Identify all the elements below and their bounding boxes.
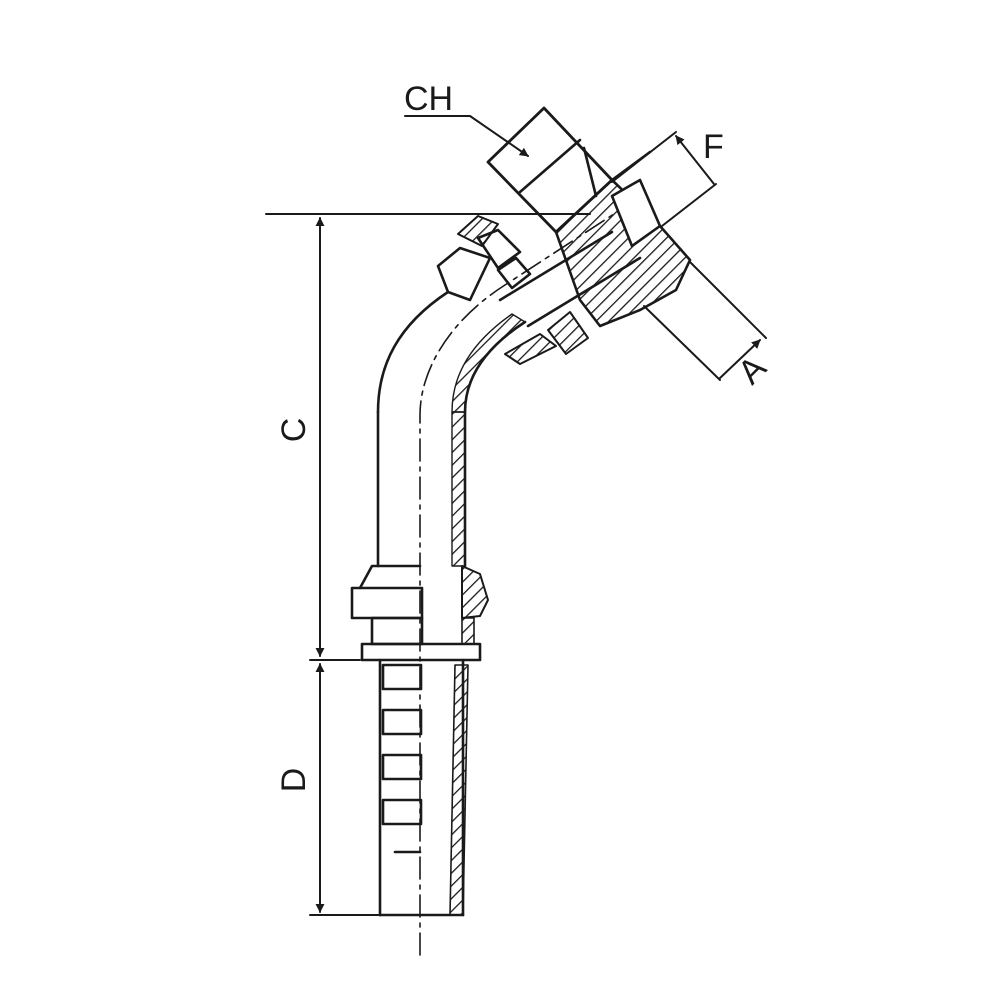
label-ch: CH: [404, 80, 453, 118]
body-bend: [376, 290, 557, 414]
centerline: [419, 209, 621, 956]
d-dimension: [309, 659, 381, 916]
a-dimension: [643, 261, 767, 381]
label-a: A: [731, 349, 774, 392]
body-straight: [376, 410, 467, 568]
label-d: D: [275, 768, 313, 793]
c-dimension: [265, 213, 591, 657]
f-dimension: [611, 131, 717, 227]
label-c: C: [275, 418, 313, 443]
swivel-nut: [436, 106, 692, 355]
collar: [350, 564, 489, 662]
ch-leader: [404, 115, 529, 157]
hose-tail: [378, 658, 469, 917]
label-f: F: [703, 128, 724, 166]
